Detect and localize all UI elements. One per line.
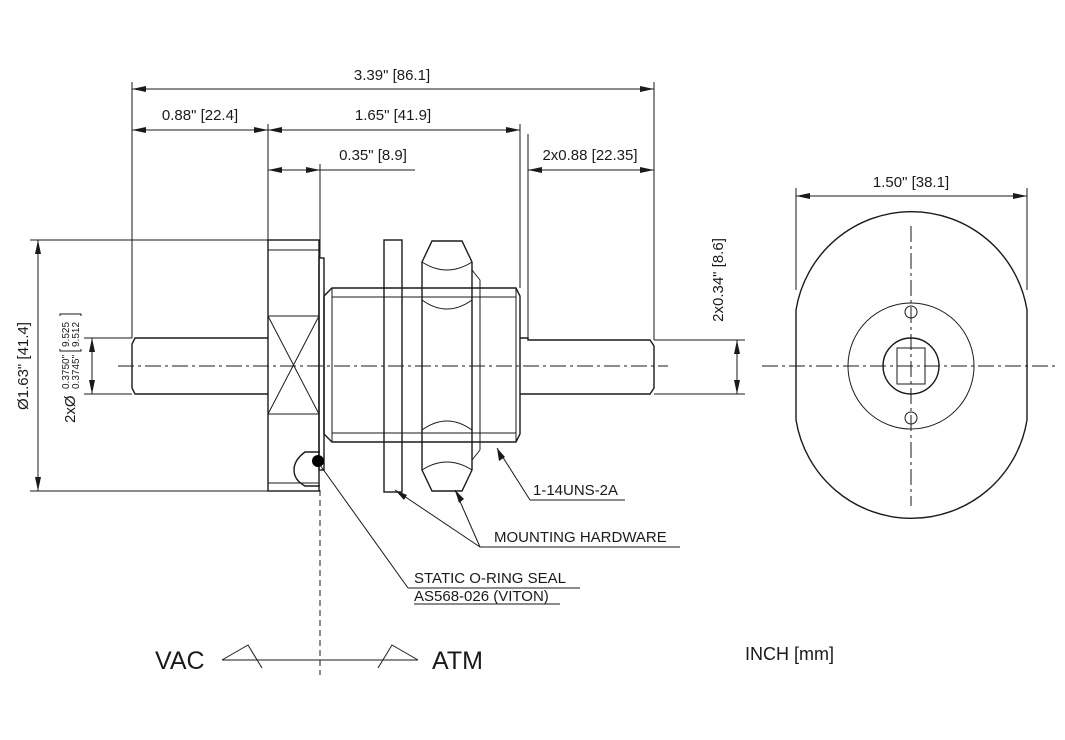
- oring-callout-line1: STATIC O-RING SEAL: [414, 570, 566, 587]
- end-view: [762, 211, 1055, 519]
- right-pin-length-label: 2x0.88 [22.35]: [542, 147, 637, 164]
- units-note: INCH [mm]: [745, 644, 834, 664]
- flat-height-label: 2x0.34" [8.6]: [710, 238, 727, 322]
- vac-label: VAC: [155, 647, 205, 675]
- mounting-hardware-callout: MOUNTING HARDWARE: [494, 529, 667, 546]
- flange-length-label: 0.35" [8.9]: [339, 147, 407, 164]
- pin-diameter-prefix: 2xØ: [62, 395, 79, 423]
- overall-length-label: 3.39" [86.1]: [354, 67, 430, 84]
- end-diameter-label: 1.50" [38.1]: [873, 174, 949, 191]
- atm-label: ATM: [432, 647, 483, 675]
- body-length-label: 1.65" [41.9]: [355, 107, 431, 124]
- pin-diameter-mm-upper: 9.525: [61, 322, 72, 347]
- callout-leaders: [319, 447, 680, 589]
- thread-callout: 1-14UNS-2A: [533, 482, 618, 499]
- pin-diameter-inch-upper: 0.3750": [61, 354, 72, 389]
- dimension-lines: [30, 82, 1028, 492]
- side-view: [118, 134, 668, 675]
- pin-diameter-inch-lower: 0.3745": [71, 354, 82, 389]
- pin-diameter-label: 2xØ 0.3750" 0.3745" 9.525 9.512: [59, 313, 82, 423]
- threaded-body: [323, 287, 521, 443]
- left-pin-length-label: 0.88" [22.4]: [162, 107, 238, 124]
- flange-diameter-label: Ø1.63" [41.4]: [15, 322, 32, 410]
- oring-callout-line2: AS568-026 (VITON): [414, 588, 549, 605]
- pin-diameter-mm-lower: 9.512: [71, 322, 82, 347]
- pressure-side-indicator: [221, 644, 419, 669]
- right-pin: [520, 337, 655, 395]
- o-ring: [293, 451, 324, 487]
- hex-nut: [421, 240, 473, 492]
